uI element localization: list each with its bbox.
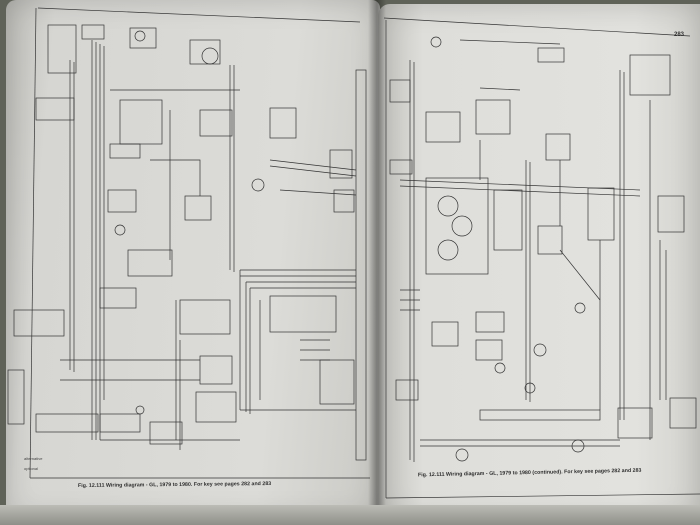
left-page	[6, 0, 380, 520]
right-bottom-border	[385, 493, 700, 499]
left-side-border	[29, 7, 37, 479]
book-gutter	[368, 0, 386, 525]
right-top-border	[383, 17, 691, 37]
left-top-border	[37, 7, 361, 23]
page-stack-edge	[0, 505, 700, 525]
page-number: 283	[674, 32, 685, 38]
headlamp-left	[47, 24, 77, 74]
instrument-cluster	[425, 177, 489, 275]
legend-alternative: alternative	[24, 456, 43, 461]
legend-optional: optional	[24, 466, 39, 471]
right-page	[378, 4, 700, 520]
